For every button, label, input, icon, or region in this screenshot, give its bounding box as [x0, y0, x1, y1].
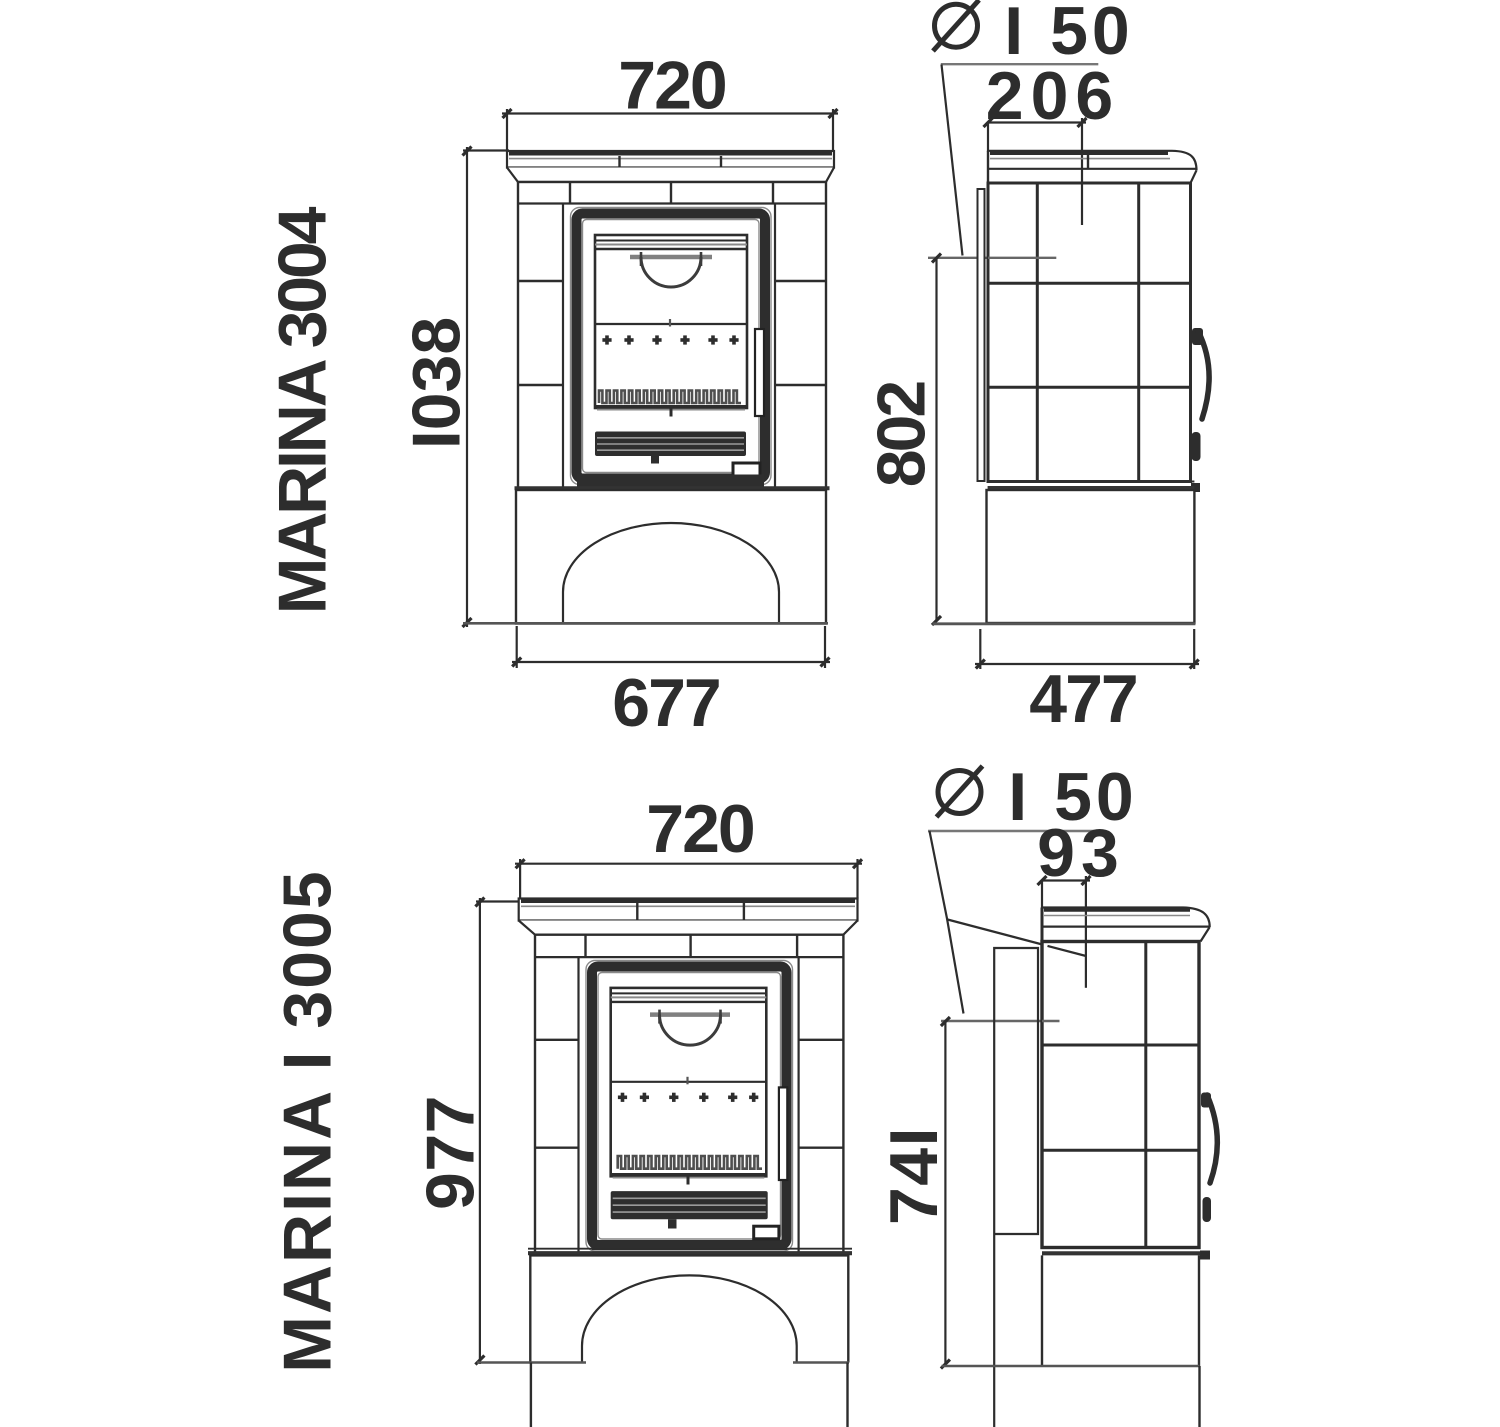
- svg-text:I 50: I 50: [1004, 0, 1133, 69]
- svg-text:720: 720: [646, 791, 754, 867]
- svg-text:677: 677: [612, 665, 719, 741]
- svg-text:802: 802: [864, 382, 940, 488]
- svg-text:I038: I038: [399, 317, 475, 449]
- svg-text:I 50: I 50: [1008, 759, 1137, 835]
- svg-text:74I: 74I: [876, 1126, 952, 1225]
- svg-text:MARINA I 3005: MARINA I 3005: [270, 869, 346, 1372]
- svg-text:93: 93: [1037, 815, 1125, 891]
- svg-text:206: 206: [986, 58, 1120, 134]
- svg-text:477: 477: [1029, 661, 1136, 737]
- svg-text:977: 977: [413, 1095, 489, 1210]
- svg-text:720: 720: [618, 48, 726, 124]
- svg-text:MARINA 3004: MARINA 3004: [265, 206, 341, 614]
